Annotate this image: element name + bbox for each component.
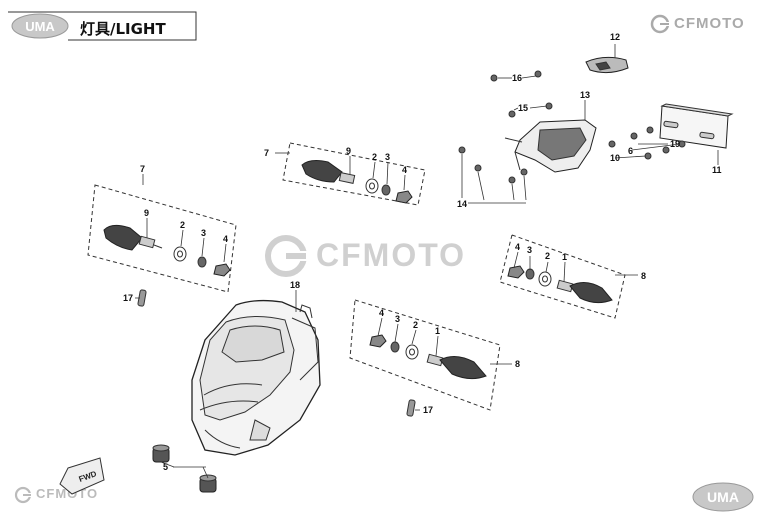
title-block: UMA 灯具/LIGHT (8, 10, 198, 42)
watermark: CFMOTO (262, 234, 512, 278)
callout-7-left: 7 (140, 164, 145, 174)
uma-logo-bottom-icon: UMA (692, 482, 754, 512)
callout-7-upper: 7 (264, 148, 269, 158)
callout-15: 15 (518, 103, 528, 113)
uma-logo-text: UMA (25, 19, 55, 34)
cfmoto-mark-small-icon (14, 486, 33, 504)
callout-5: 5 (163, 462, 168, 472)
callout-12: 12 (610, 32, 620, 42)
callout-4-upper: 4 (402, 165, 407, 175)
watermark-mark-icon (265, 235, 310, 277)
callout-2-front-right: 2 (413, 320, 418, 330)
callout-18: 18 (290, 280, 300, 290)
turn-signal-rear-left (103, 224, 231, 277)
callout-1-front-right: 1 (435, 326, 440, 336)
callout-17-left: 17 (123, 293, 133, 303)
callout-13: 13 (580, 90, 590, 100)
callout-8-front-right: 8 (515, 359, 520, 369)
callout-3-rear-right: 3 (527, 245, 532, 255)
callout-2-rear-right: 2 (545, 251, 550, 261)
callout-3-front-right: 3 (395, 314, 400, 324)
title-frame (8, 11, 197, 41)
callout-4-rear-right: 4 (515, 242, 520, 252)
uma-logo-bottom-text: UMA (707, 489, 739, 505)
turn-signal-front-right (369, 334, 487, 380)
callout-2-left: 2 (180, 220, 185, 230)
brand-top-right-text: CFMOTO (674, 15, 745, 32)
license-plate (659, 103, 734, 149)
callout-4-left: 4 (223, 234, 228, 244)
bolts-and-nuts (137, 70, 686, 417)
callout-10: 10 (610, 153, 620, 163)
group-box-front-right-signal (349, 299, 501, 411)
callout-14: 14 (457, 199, 467, 209)
cfmoto-mark-icon (650, 14, 671, 34)
callout-16: 16 (512, 73, 522, 83)
callout-11: 11 (712, 165, 722, 175)
brand-top-right: CFMOTO (650, 13, 760, 35)
group-box-front-left-signal (282, 142, 426, 206)
callout-8-rear-right: 8 (641, 271, 646, 281)
uma-logo-icon: UMA (11, 13, 69, 39)
callout-3-upper: 3 (385, 152, 390, 162)
grommet-upper (152, 444, 170, 463)
callout-6: 6 (628, 146, 633, 156)
section-title: 灯具/LIGHT (80, 20, 166, 38)
license-plate-light (585, 56, 629, 74)
headlight-assembly (191, 299, 321, 456)
callout-17-right: 17 (423, 405, 433, 415)
watermark-text: CFMOTO (316, 237, 467, 273)
callout-4-front-right: 4 (379, 308, 384, 318)
callout-labels: 12 16 15 13 19 6 10 11 14 7 9 2 3 4 7 9 … (123, 32, 722, 472)
turn-signal-rear-right (507, 265, 613, 304)
callout-9-left: 9 (144, 208, 149, 218)
license-bracket (504, 119, 597, 173)
group-box-rear-right-signal (499, 234, 626, 319)
callout-3-left: 3 (201, 228, 206, 238)
callout-9-upper: 9 (346, 146, 351, 156)
leader-lines (135, 44, 719, 479)
callout-19: 19 (670, 139, 680, 149)
grommet-lower (199, 474, 217, 493)
callout-1-rear-right: 1 (562, 252, 567, 262)
fwd-arrow-icon: FWD (59, 457, 105, 495)
turn-signal-front-left (301, 160, 413, 204)
callout-2-upper: 2 (372, 152, 377, 162)
